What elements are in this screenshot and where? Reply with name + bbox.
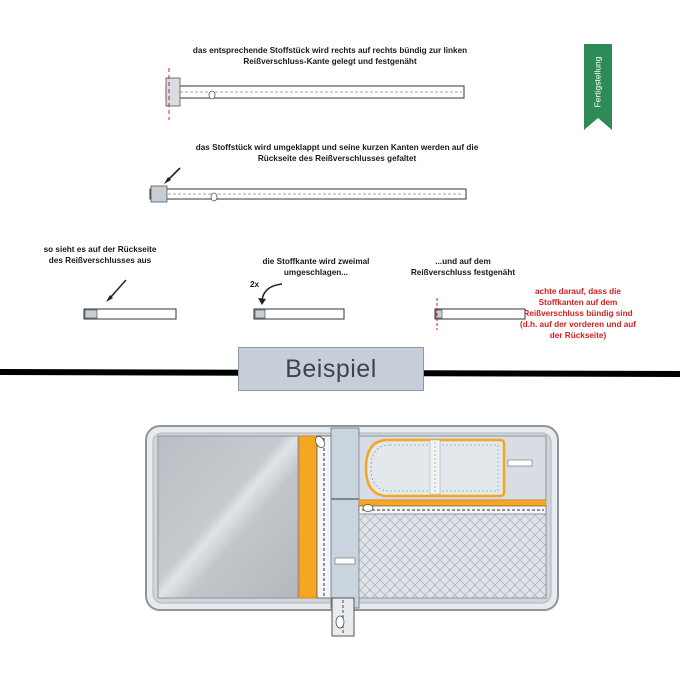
step3-zipper [83,279,177,320]
left-pocket [157,435,299,599]
example-title-box: Beispiel [238,347,424,391]
yellow-binding [298,435,318,599]
example-title: Beispiel [285,354,377,383]
mesh-pocket [358,513,547,599]
step3-text: so sieht es auf der Rückseite des Reißve… [43,245,157,265]
step2-zipper [149,167,467,203]
note-text: achte darauf, dass die Stoffkanten auf d… [520,287,636,340]
step2-text: das Stoffstück wird umgeklappt und seine… [195,143,479,163]
step5-zipper [434,298,526,330]
horizontal-binding [358,499,547,507]
step4-zipper [253,283,345,320]
center-spine [330,427,360,609]
step1-zipper [165,68,465,120]
step4-text: die Stoffkante wird zweimal umgeschlagen… [262,257,370,277]
twice-mark: 2x [250,280,260,289]
step5-text: ...und auf dem Reißverschluss festgenäht [410,257,516,277]
ribbon-bookmark [584,44,612,130]
small-loop [507,459,533,467]
step1-text: das entsprechende Stoffstück wird rechts… [192,46,468,66]
